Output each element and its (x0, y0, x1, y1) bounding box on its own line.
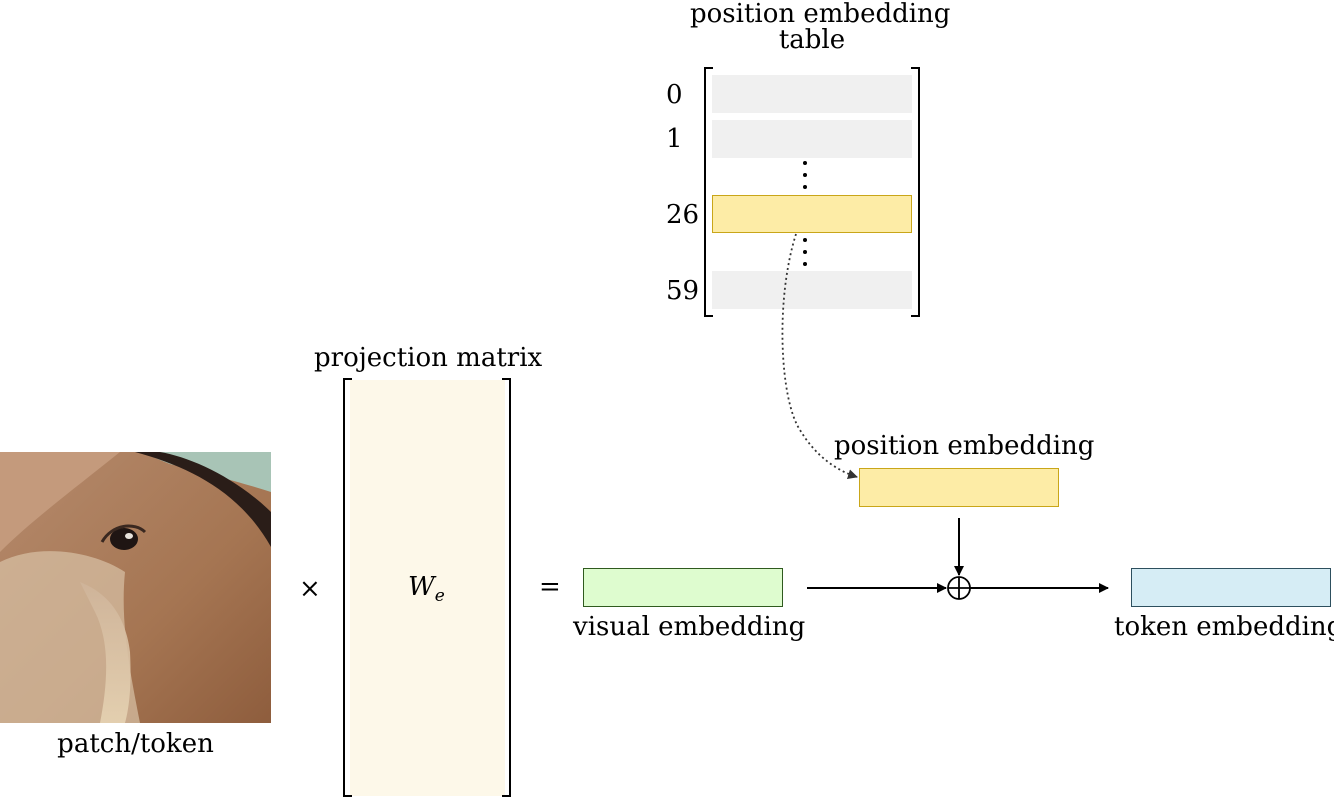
projection-matrix (350, 380, 505, 796)
visual-embedding-label: visual embedding (573, 612, 806, 642)
table-row-label: 0 (666, 80, 683, 110)
table-row-label: 26 (666, 200, 700, 230)
table-title-line1: position embedding (690, 0, 951, 29)
equals-sign: = (539, 572, 561, 602)
table-row-highlighted (712, 195, 912, 233)
table-row (712, 271, 912, 309)
visual-embedding (583, 568, 783, 607)
token-embedding-label: token embedding (1114, 612, 1334, 642)
sum-icon (947, 576, 971, 600)
matrix-right-bracket (502, 378, 511, 797)
table-row (712, 75, 912, 113)
matrix-left-bracket (343, 378, 352, 797)
table-ellipsis-lower (803, 238, 807, 266)
table-row-label: 59 (666, 276, 700, 306)
times-sign: × (299, 574, 321, 604)
lookup-arrow (781, 233, 858, 480)
table-ellipsis-upper (803, 161, 807, 189)
token-embedding (1131, 568, 1331, 607)
table-row-label: 1 (666, 124, 683, 154)
table-title-line2: table (778, 25, 846, 55)
table-row (712, 120, 912, 158)
position-embedding (859, 468, 1059, 507)
table-left-bracket (704, 67, 713, 317)
table-right-bracket (911, 67, 920, 317)
matrix-symbol: We (408, 572, 445, 606)
patch-label: patch/token (57, 729, 214, 759)
position-embedding-label: position embedding (834, 431, 1095, 461)
projection-matrix-label: projection matrix (314, 343, 543, 373)
patch-image (0, 452, 271, 723)
